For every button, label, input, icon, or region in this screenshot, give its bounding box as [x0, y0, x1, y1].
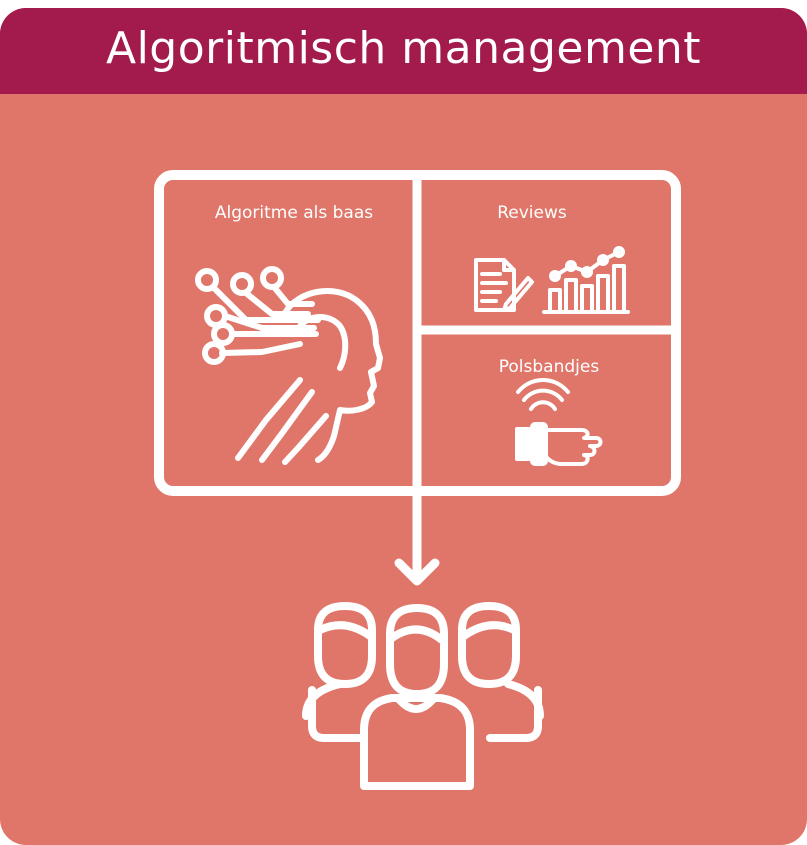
arrow-down-icon: [394, 486, 440, 586]
title-bar: Algoritmisch management: [0, 8, 807, 94]
page-title: Algoritmisch management: [105, 22, 702, 74]
bar-chart-trend-icon: [542, 246, 630, 314]
person-right: [486, 680, 544, 742]
panel-label-algoritme: Algoritme als baas: [215, 203, 373, 223]
person-center-body: [360, 694, 474, 790]
ai-head-circuit-icon: [195, 266, 383, 465]
panel-label-polsbandjes: Polsbandjes: [499, 357, 600, 377]
person-center-head: [386, 604, 448, 698]
panel-label-reviews: Reviews: [497, 203, 567, 223]
person-left: [302, 680, 364, 742]
document-pen-icon: [474, 258, 534, 312]
workers-group-icon: [302, 602, 544, 790]
person-right-head: [458, 602, 520, 688]
infographic-card: Algoritmisch management Algoritme als ba…: [0, 8, 807, 845]
person-left-head: [314, 602, 376, 688]
smart-wristband-icon: [515, 378, 603, 466]
diagram: Algoritme als baas Reviews Polsbandjes: [154, 170, 681, 790]
